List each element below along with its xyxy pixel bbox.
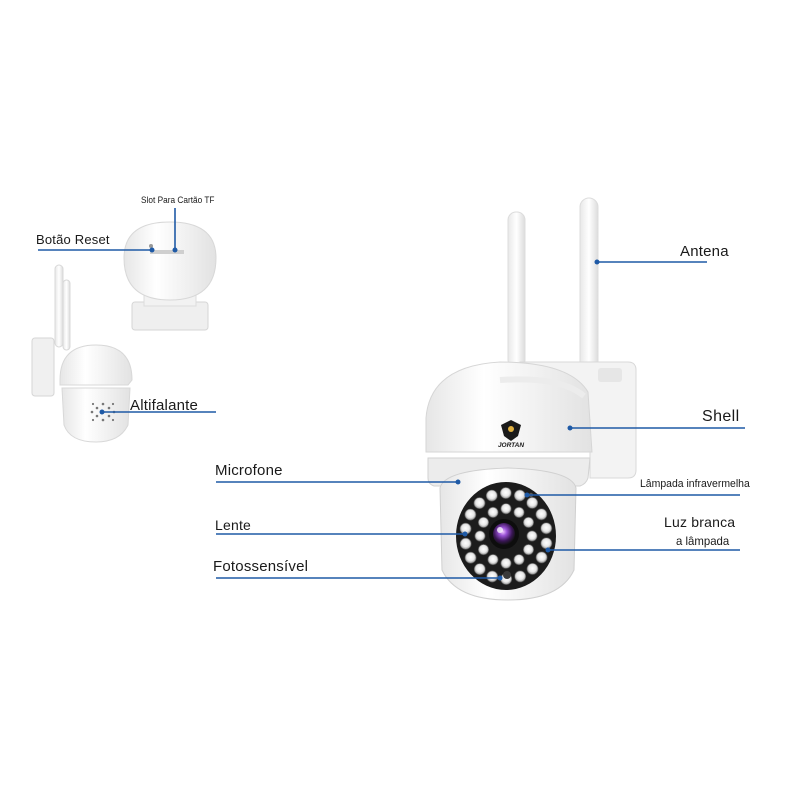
led	[487, 506, 499, 518]
led	[513, 506, 525, 518]
antenna-left	[507, 211, 526, 369]
label-shell: Shell	[702, 408, 740, 425]
label-altifalante: Altifalante	[130, 397, 199, 414]
led	[526, 563, 539, 575]
led-array	[459, 487, 553, 585]
led	[473, 497, 486, 509]
led	[477, 544, 489, 556]
leader-end-dots	[99, 247, 600, 581]
back-view-camera	[123, 221, 217, 331]
led	[522, 516, 534, 528]
reset-button-hole	[149, 244, 153, 248]
label-a-lampada: a lâmpada	[676, 534, 730, 548]
led	[486, 570, 499, 583]
jortan-logo	[501, 420, 521, 441]
label-microfone: Microfone	[215, 462, 283, 479]
led	[464, 508, 477, 521]
label-fotossensivel: Fotossensível	[213, 558, 309, 575]
led	[535, 508, 548, 521]
led	[513, 554, 525, 566]
speaker-grill	[90, 402, 116, 422]
side-view-camera	[31, 264, 133, 443]
led	[540, 537, 553, 550]
label-lampada-infravermelha: Lâmpada infravermelha	[640, 478, 750, 490]
main-camera	[425, 197, 637, 601]
sd-card-slot	[150, 250, 184, 254]
led	[474, 530, 486, 542]
label-slot-cartao: Slot Para Cartão TF	[141, 195, 215, 205]
led	[473, 563, 486, 575]
label-antena: Antena	[680, 243, 729, 260]
lens	[493, 523, 515, 545]
led	[526, 496, 539, 509]
label-luz-branca: Luz branca	[664, 514, 736, 530]
led	[514, 570, 527, 583]
led	[522, 544, 534, 556]
label-lente: Lente	[215, 517, 252, 533]
led	[499, 487, 512, 499]
photosensor	[503, 571, 511, 579]
led	[526, 530, 538, 542]
led	[477, 516, 489, 528]
led	[487, 554, 499, 566]
led	[500, 503, 512, 515]
label-botao-reset: Botão Reset	[36, 232, 110, 247]
led	[540, 522, 553, 535]
led	[485, 489, 498, 502]
led	[464, 551, 477, 564]
logo-text: JORTAN	[498, 442, 524, 449]
led	[535, 551, 548, 564]
led	[459, 537, 472, 550]
led	[500, 557, 512, 569]
leader-lines	[38, 208, 745, 579]
led	[513, 489, 526, 502]
